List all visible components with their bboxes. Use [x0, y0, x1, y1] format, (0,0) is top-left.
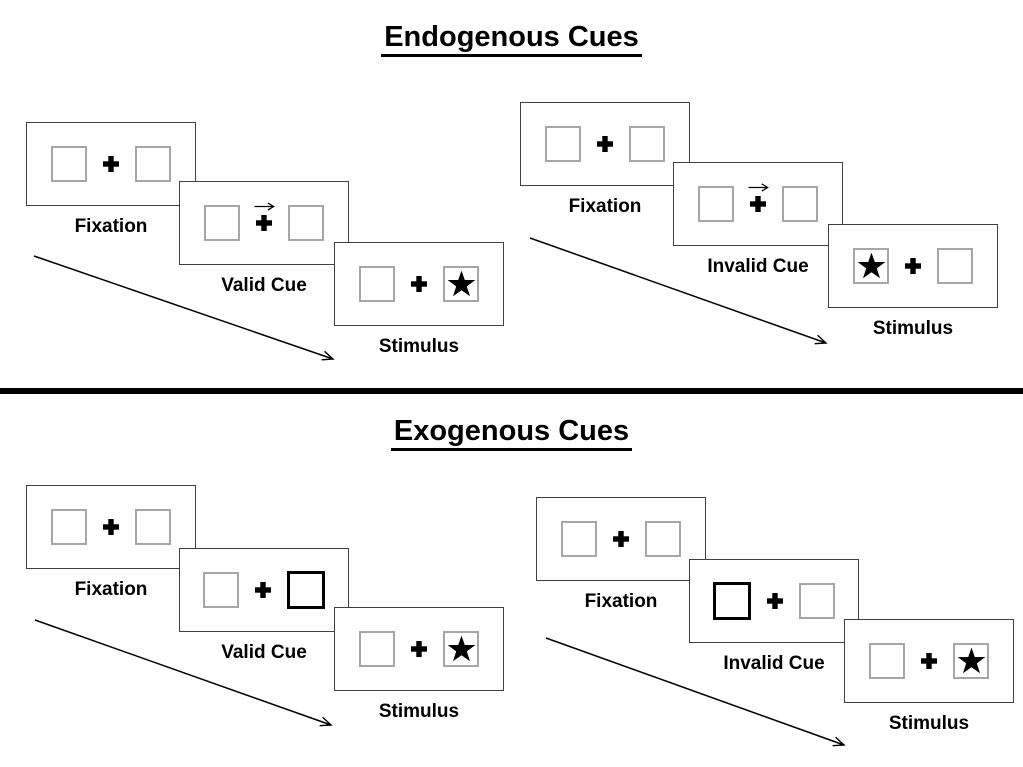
placeholder-box-left: [698, 186, 734, 222]
fixation-cross-icon: [411, 641, 427, 657]
endogenous-invalid-stimulus-panel: [828, 224, 998, 308]
endogenous-invalid-fixation-panel: [520, 102, 690, 186]
placeholder-box-left: [204, 205, 240, 241]
fixation-cross-icon: [613, 531, 629, 547]
invalid-cue-label: Invalid Cue: [707, 256, 809, 277]
fixation-cross-icon: [750, 196, 766, 212]
star-icon: [447, 270, 475, 296]
section-title-text: Exogenous Cues: [390, 415, 633, 451]
placeholder-box-right: [135, 146, 171, 182]
placeholder-box-right: [645, 521, 681, 557]
star-icon: [857, 252, 885, 278]
fixation-cross-icon: [905, 258, 921, 274]
placeholder-box-right: [937, 248, 973, 284]
fixation-label: Fixation: [74, 579, 148, 600]
placeholder-box-left: [51, 509, 87, 545]
exogenous-invalid-fixation-panel: [536, 497, 706, 581]
star-icon: [957, 647, 985, 673]
placeholder-box-left: [51, 146, 87, 182]
exogenous-valid-stimulus-panel: [334, 607, 504, 691]
endogenous-valid-valid-cue-panel: [179, 181, 349, 265]
sequence-arrow-icon: [529, 237, 840, 357]
placeholder-box-right: [799, 583, 835, 619]
section-divider-line: [0, 388, 1023, 394]
stimulus-label: Stimulus: [888, 713, 970, 734]
fixation-label: Fixation: [74, 216, 148, 237]
sequence-arrow-icon: [34, 619, 345, 739]
placeholder-box-right: [135, 509, 171, 545]
placeholder-box-right: [629, 126, 665, 162]
sequence-arrow-icon: [545, 637, 858, 759]
target-box-right: [443, 266, 479, 302]
placeholder-box-left: [545, 126, 581, 162]
exogenous-valid-valid-cue-panel: [179, 548, 349, 632]
target-box-left: [853, 248, 889, 284]
fixation-cross-icon: [597, 136, 613, 152]
valid-cue-label: Valid Cue: [221, 642, 307, 663]
fixation-cross-icon: [256, 215, 272, 231]
fixation-cross-icon: [103, 519, 119, 535]
section-title-endogenous: Endogenous Cues: [0, 21, 1023, 57]
placeholder-box-left: [203, 572, 239, 608]
stimulus-label: Stimulus: [378, 701, 460, 722]
placeholder-box-right: [782, 186, 818, 222]
placeholder-box-left: [359, 266, 395, 302]
exogenous-invalid-invalid-cue-panel: [689, 559, 859, 643]
fixation-cross-icon: [767, 593, 783, 609]
placeholder-box-left: [359, 631, 395, 667]
endogenous-valid-fixation-panel: [26, 122, 196, 206]
fixation-cross-icon: [103, 156, 119, 172]
target-box-right: [443, 631, 479, 667]
cue-highlight-box: [287, 571, 325, 609]
stimulus-label: Stimulus: [378, 336, 460, 357]
sequence-arrow-icon: [33, 255, 347, 373]
endogenous-valid-stimulus-panel: [334, 242, 504, 326]
fixation-label: Fixation: [584, 591, 658, 612]
fixation-cross-icon: [411, 276, 427, 292]
invalid-cue-label: Invalid Cue: [723, 653, 825, 674]
fixation-label: Fixation: [568, 196, 642, 217]
exogenous-invalid-stimulus-panel: [844, 619, 1014, 703]
star-icon: [447, 635, 475, 661]
cue-arrow-icon: [254, 202, 275, 211]
valid-cue-label: Valid Cue: [221, 275, 307, 296]
placeholder-box-left: [561, 521, 597, 557]
section-title-exogenous: Exogenous Cues: [0, 415, 1023, 451]
fixation-cross-icon: [921, 653, 937, 669]
stimulus-label: Stimulus: [872, 318, 954, 339]
target-box-right: [953, 643, 989, 679]
exogenous-valid-fixation-panel: [26, 485, 196, 569]
placeholder-box-right: [288, 205, 324, 241]
cue-arrow-icon: [748, 183, 769, 192]
placeholder-box-left: [869, 643, 905, 679]
fixation-cross-icon: [255, 582, 271, 598]
cue-highlight-box: [713, 582, 751, 620]
section-title-text: Endogenous Cues: [381, 21, 642, 57]
endogenous-invalid-invalid-cue-panel: [673, 162, 843, 246]
